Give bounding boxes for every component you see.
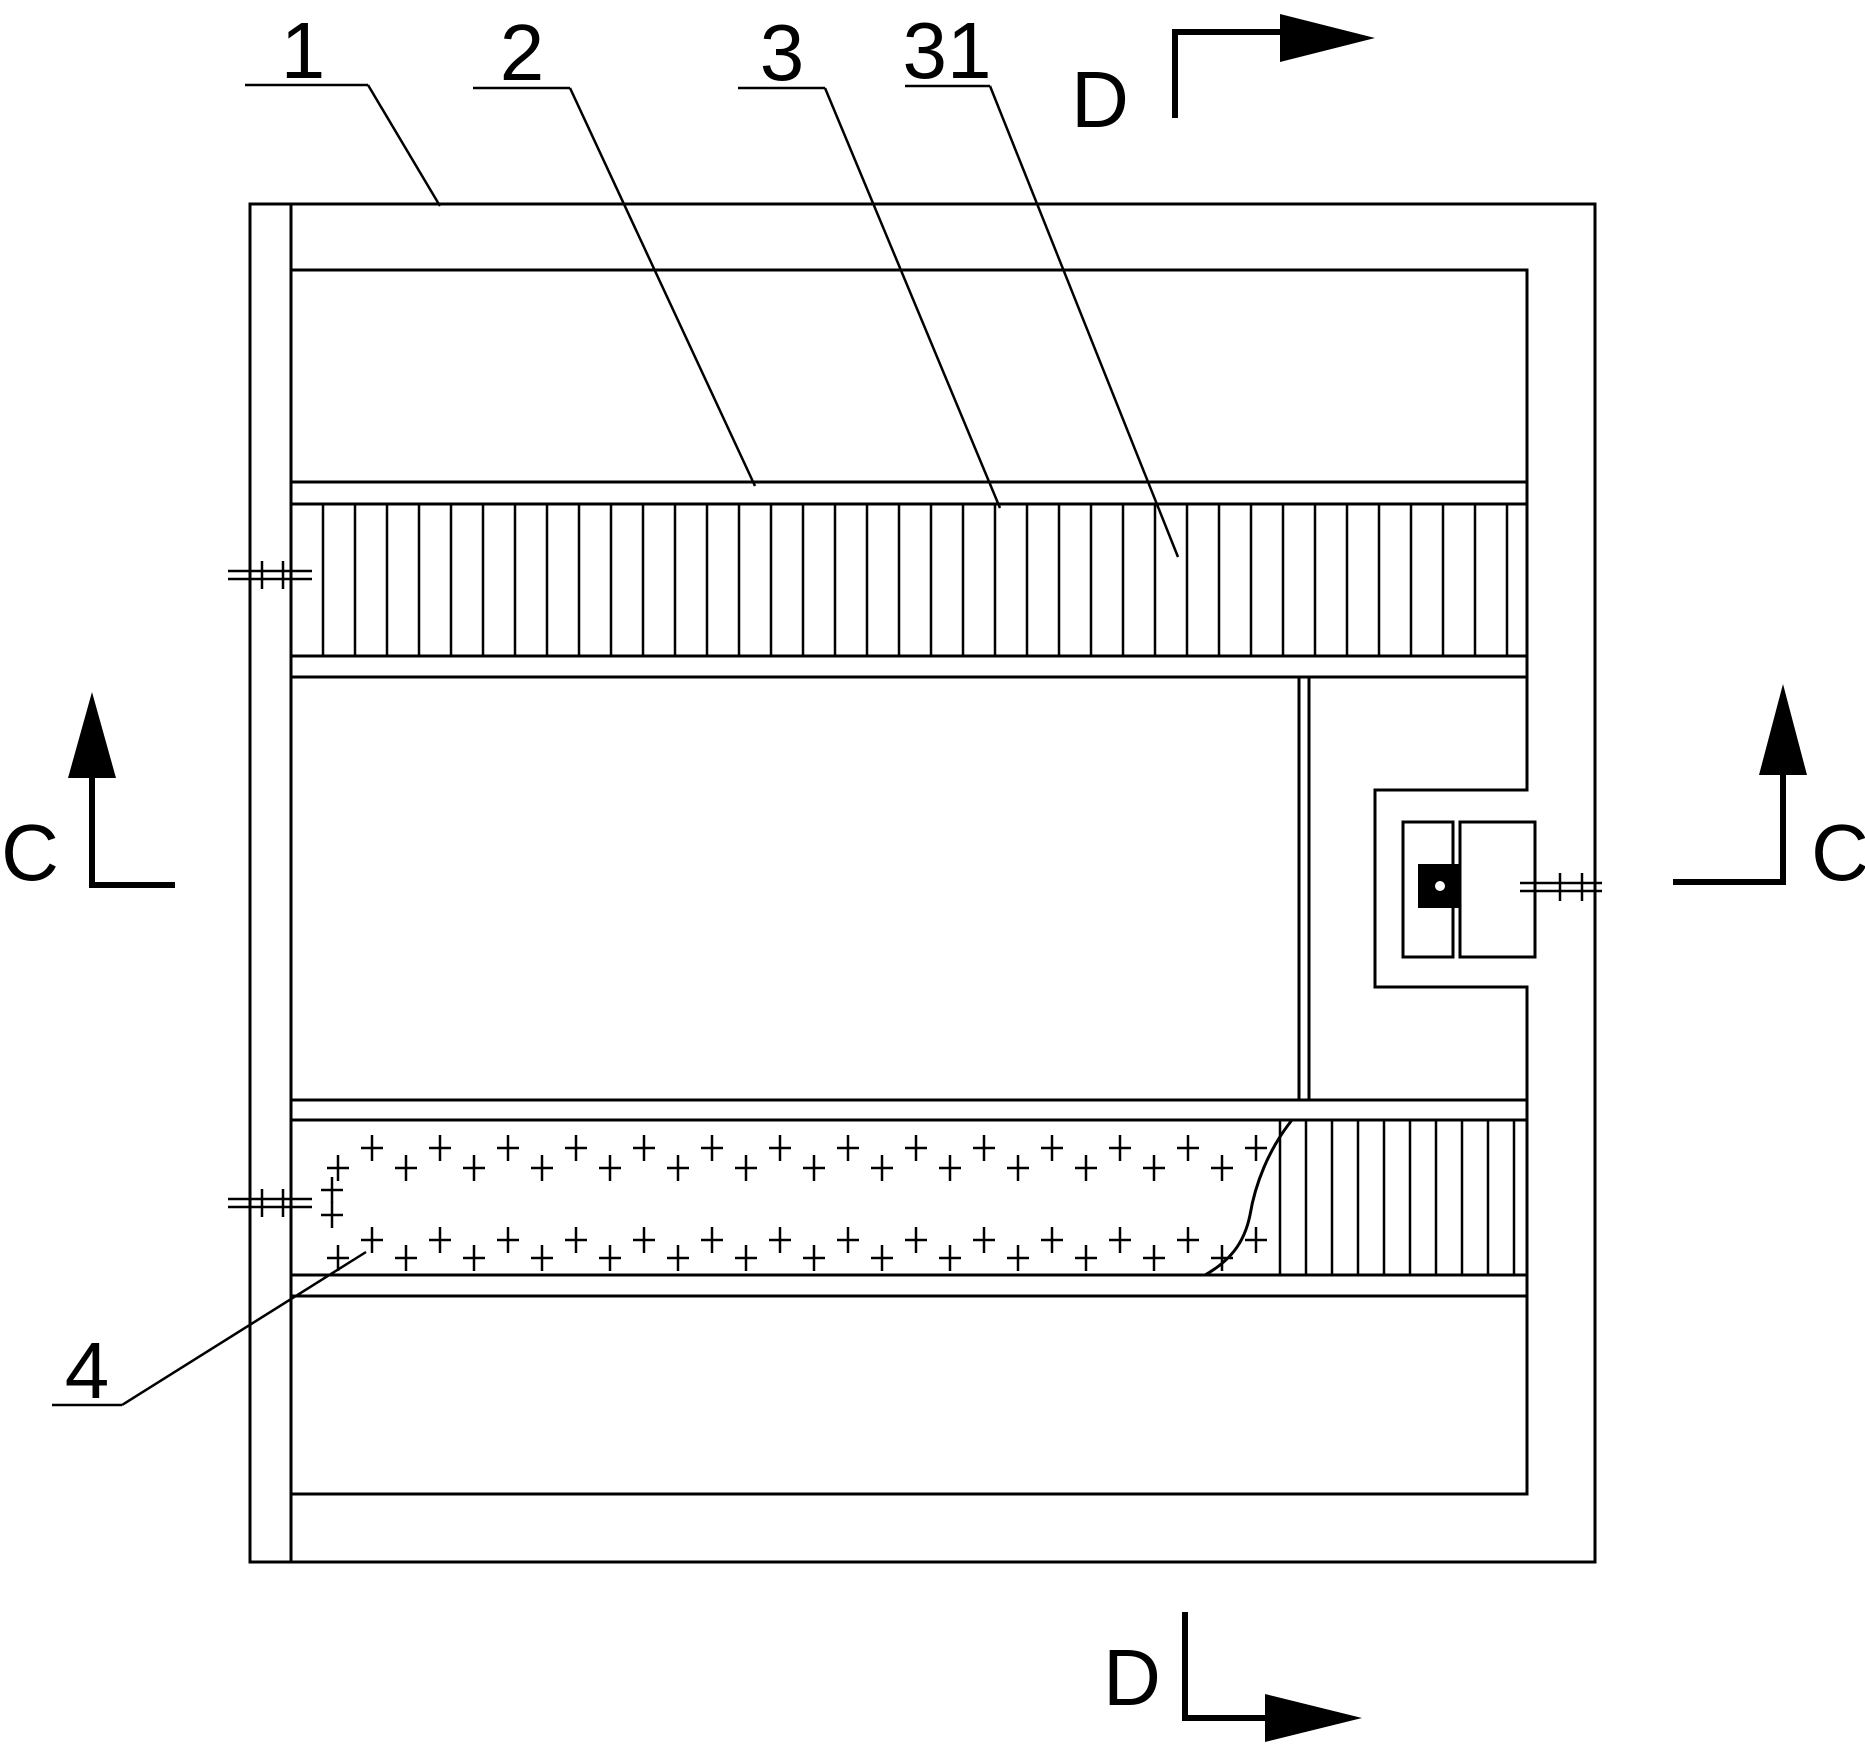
label-part-4: 4	[65, 1326, 110, 1415]
section-c-right	[1673, 684, 1807, 885]
upper-slats	[321, 504, 1509, 656]
leader-lines	[52, 83, 1180, 1407]
left-axle-lower	[228, 1189, 312, 1217]
outer-frame	[248, 202, 1597, 1564]
lower-slats	[1278, 1120, 1516, 1275]
drive-shaft	[1520, 873, 1602, 901]
motor-block-right	[1458, 820, 1537, 959]
inner-chamber	[291, 268, 1529, 1496]
label-part-31: 31	[903, 6, 992, 95]
label-part-1: 1	[281, 6, 326, 95]
section-label-d-bottom: D	[1103, 1633, 1161, 1722]
cutaway-curve	[1204, 1119, 1294, 1277]
cross-texture	[321, 1135, 1267, 1271]
section-d-bottom	[1182, 1612, 1362, 1742]
left-axle-upper	[228, 561, 312, 589]
label-part-3: 3	[760, 8, 805, 97]
section-c-left	[68, 692, 175, 888]
section-label-c-right: C	[1811, 808, 1865, 897]
motor-shaft-dot	[1435, 881, 1445, 891]
label-part-2: 2	[500, 8, 545, 97]
section-label-c-left: C	[1, 808, 59, 897]
section-d-top	[1172, 14, 1375, 118]
section-label-d-top: D	[1071, 55, 1129, 144]
